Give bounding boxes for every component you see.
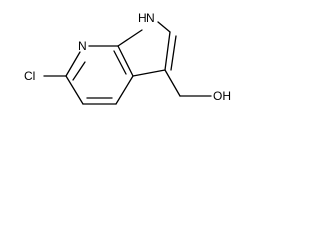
atom-n-pyrrole: N xyxy=(146,11,155,25)
bond-c3-c3a xyxy=(132,69,166,77)
bond-n7-c6 xyxy=(65,51,81,77)
bond-c4-c3a xyxy=(115,75,134,105)
bond-c3a-c7a-inner xyxy=(113,50,127,75)
bond-n7-c6-inner xyxy=(72,61,86,81)
bond-c7a-n1 xyxy=(117,29,143,47)
atom-h-pyrrole: H xyxy=(138,11,147,25)
bond-c3-ch2 xyxy=(164,69,181,97)
bond-n1-c2 xyxy=(157,21,171,33)
bond-c3a-c7a xyxy=(117,45,134,77)
bond-c2-c3-inner xyxy=(170,35,177,71)
molecule-structure: N H N Cl OH xyxy=(24,11,231,105)
atom-cl: Cl xyxy=(24,69,35,83)
bond-c6-c5 xyxy=(65,75,84,105)
bond-c2-c3 xyxy=(164,31,171,71)
atom-oh: OH xyxy=(213,89,231,103)
atom-n-pyridine: N xyxy=(78,39,87,53)
